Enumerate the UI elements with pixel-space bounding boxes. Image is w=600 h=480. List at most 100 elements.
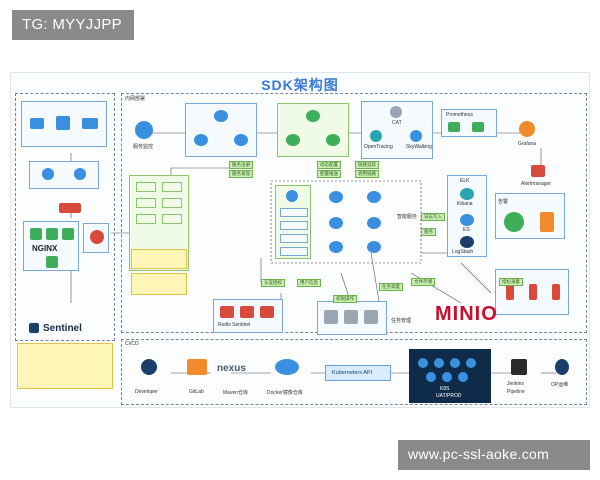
grafana-icon xyxy=(519,121,535,137)
rocket-icon xyxy=(552,284,560,300)
cloud-icon xyxy=(194,134,208,146)
client-apps-panel xyxy=(17,343,113,389)
cicd-label: CI/CD xyxy=(125,341,139,347)
pod-icon xyxy=(442,372,452,382)
nexus-logo: nexus xyxy=(217,363,246,374)
diagram-title: SDK架构图 xyxy=(261,77,339,93)
k8s-cluster-box: K8S UAT/PROD xyxy=(409,349,491,403)
task-manage-label: 任务管理 xyxy=(391,318,412,324)
config-center-box xyxy=(277,103,349,157)
cloud-icon xyxy=(214,110,228,122)
tag-log-write: 日志写入 xyxy=(421,213,445,221)
gateway-strip xyxy=(131,249,187,269)
auth-item xyxy=(280,208,308,217)
k8s-api-label: Kuberneters API xyxy=(332,370,373,376)
redis-icon xyxy=(260,306,274,318)
nginx-label: NGINX xyxy=(32,244,58,253)
service-node xyxy=(136,198,156,208)
auth-service-box xyxy=(275,185,311,259)
service-node xyxy=(162,198,182,208)
gitlab-label: GitLab xyxy=(189,389,204,395)
nginx-icon xyxy=(30,228,42,240)
waf-box xyxy=(83,223,109,253)
nginx-icon xyxy=(46,256,58,268)
service-node xyxy=(162,182,182,192)
pod-icon xyxy=(434,358,444,368)
elk-box: ELK Kibana ES LogStash xyxy=(447,175,487,257)
ops-label: OP运维 xyxy=(551,382,569,388)
logstash-label: LogStash xyxy=(452,249,474,255)
kibana-label: Kibana xyxy=(457,201,473,207)
cat-icon xyxy=(390,106,402,118)
tag-config-push: 配置推送 xyxy=(317,170,341,178)
sdk-architecture-diagram: SDK架构图 xyxy=(10,72,590,408)
monitor-icon xyxy=(82,118,98,129)
docker-icon xyxy=(275,359,299,375)
maven-label: Maven仓库 xyxy=(223,390,249,396)
shield-icon xyxy=(286,190,298,202)
left-client-section xyxy=(15,93,115,341)
watermark-top-tag: TG: MYYJJPP xyxy=(12,10,134,40)
rocket-icon xyxy=(506,284,514,300)
es-label: ES xyxy=(463,227,470,233)
elk-label: ELK xyxy=(460,178,470,184)
sentinel-icon xyxy=(29,323,39,333)
service-cloud-icon xyxy=(367,217,381,229)
proxy-box xyxy=(29,161,99,189)
service-node xyxy=(162,214,182,224)
jenkins-label: Jenkins xyxy=(507,381,524,387)
ops-icon xyxy=(555,359,569,375)
kibana-icon xyxy=(460,188,474,200)
watermark-bottom-tag: www.pc-ssl-aoke.com xyxy=(398,440,590,470)
auth-item xyxy=(280,221,308,230)
tag-tracing: 链路追踪 xyxy=(355,161,379,169)
tag-metrics: 指标采集 xyxy=(499,278,523,286)
service-cloud-icon xyxy=(367,191,381,203)
auth-item xyxy=(280,234,308,243)
nginx-icon xyxy=(46,228,58,240)
jenkins-icon xyxy=(511,359,527,375)
prometheus-icon xyxy=(472,122,484,132)
skywalking-label: SkyWalking xyxy=(406,144,432,150)
registry-box xyxy=(185,103,257,157)
pod-icon xyxy=(466,358,476,368)
logstash-icon xyxy=(460,236,474,248)
service-cloud-icon xyxy=(329,241,343,253)
laptop-icon xyxy=(30,118,44,129)
tablet-icon xyxy=(56,116,70,130)
tag-dynamic-config: 动态配置 xyxy=(317,161,341,169)
service-monitor-label: 服务监控 xyxy=(133,144,154,150)
docker-label: Docker镜像仓库 xyxy=(267,390,303,396)
k8s-label: K8S xyxy=(440,386,450,392)
server-icon xyxy=(74,168,86,180)
wechat-icon xyxy=(504,212,524,232)
pod-icon xyxy=(458,372,468,382)
config-icon xyxy=(326,134,340,146)
redis-icon xyxy=(220,306,234,318)
tracing-box: CAT OpenTracing SkyWalking xyxy=(361,101,433,159)
redis-sentinel-label: Redis Sentinel xyxy=(218,322,251,328)
config-icon xyxy=(306,110,320,122)
tag-auth: 认证授权 xyxy=(261,279,285,287)
config-icon xyxy=(286,134,300,146)
grafana-label: Grafana xyxy=(518,141,537,147)
tag-task-schedule: 任务调度 xyxy=(379,283,403,291)
db-icon xyxy=(364,310,378,324)
redis-box: Redis Sentinel xyxy=(213,299,283,333)
alertmanager-label: Alertmanager xyxy=(521,181,552,187)
tag-service: 服务 xyxy=(421,228,436,236)
cloud-icon xyxy=(234,134,248,146)
service-cloud-icon xyxy=(329,217,343,229)
prometheus-icon xyxy=(448,122,460,132)
opentracing-label: OpenTracing xyxy=(364,144,393,150)
intranet-label: 内网部署 xyxy=(125,96,146,102)
k8s-env-label: UAT/PROD xyxy=(436,393,462,399)
service-cloud-icon xyxy=(329,191,343,203)
opentracing-icon xyxy=(370,130,382,142)
skywalking-icon xyxy=(410,130,422,142)
developer-icon xyxy=(141,359,157,375)
monitor-cloud-icon xyxy=(135,121,153,139)
service-node xyxy=(136,182,156,192)
gateway-strip xyxy=(131,273,187,295)
alarm-box: 告警 xyxy=(495,193,565,239)
